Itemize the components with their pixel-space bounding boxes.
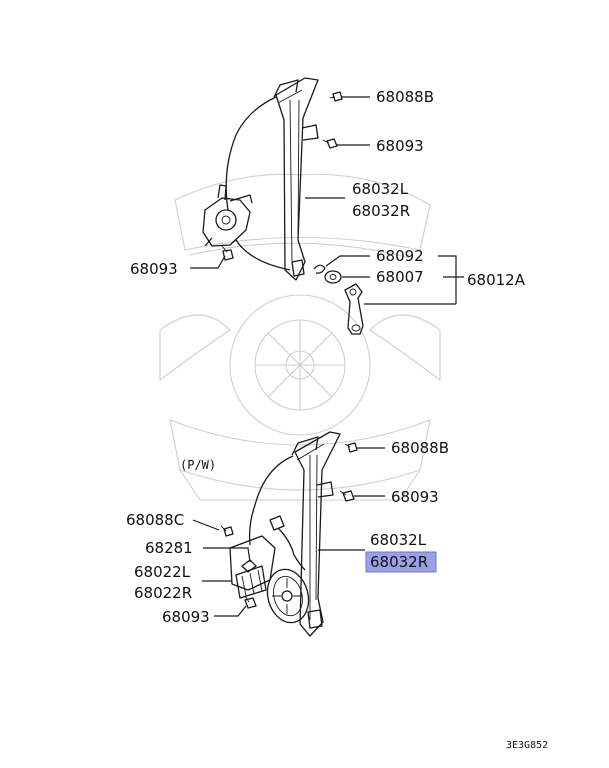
lower-leader-lines — [192, 447, 385, 617]
lower-fastener-68093-right — [339, 490, 355, 502]
label-upper-68093-right[interactable]: 68093 — [376, 137, 424, 155]
lower-fastener-68088c — [220, 525, 234, 537]
label-upper-68012a[interactable]: 68012A — [467, 271, 526, 289]
upper-window-regulator — [202, 77, 319, 281]
upper-leader-lines — [190, 96, 464, 305]
label-lower-68088c[interactable]: 68088C — [126, 511, 184, 529]
label-lower-68093-left[interactable]: 68093 — [162, 608, 210, 626]
label-upper-68032r[interactable]: 68032R — [352, 202, 410, 220]
lower-window-regulator — [229, 431, 341, 637]
label-lower-68088b[interactable]: 68088B — [391, 439, 449, 457]
label-lower-68032l[interactable]: 68032L — [370, 531, 427, 549]
upper-fastener-68093-right — [322, 138, 338, 149]
label-upper-68092[interactable]: 68092 — [376, 247, 424, 265]
label-lower-68022r[interactable]: 68022R — [134, 584, 192, 602]
label-lower-68022l[interactable]: 68022L — [134, 563, 191, 581]
lower-fastener-68088b — [344, 442, 358, 453]
label-upper-68093-left[interactable]: 68093 — [130, 260, 178, 278]
label-upper-68007[interactable]: 68007 — [376, 268, 424, 286]
washer-68007 — [324, 270, 342, 284]
label-lower-68093-right[interactable]: 68093 — [391, 488, 439, 506]
diagram-reference-code: 3E3G852 — [506, 740, 548, 751]
handle-68012a — [344, 283, 364, 335]
watermark-emblem — [159, 173, 441, 501]
lower-fastener-68093-left — [244, 595, 257, 609]
clip-68092 — [313, 264, 326, 274]
selected-part-highlight — [365, 551, 437, 573]
upper-fastener-68088b — [329, 91, 343, 102]
label-upper-68032l[interactable]: 68032L — [352, 180, 409, 198]
power-window-note: (P/W) — [180, 458, 216, 472]
label-lower-68032r-selected[interactable]: 68032R — [370, 553, 428, 571]
label-lower-68281[interactable]: 68281 — [145, 539, 193, 557]
label-upper-68088b[interactable]: 68088B — [376, 88, 434, 106]
